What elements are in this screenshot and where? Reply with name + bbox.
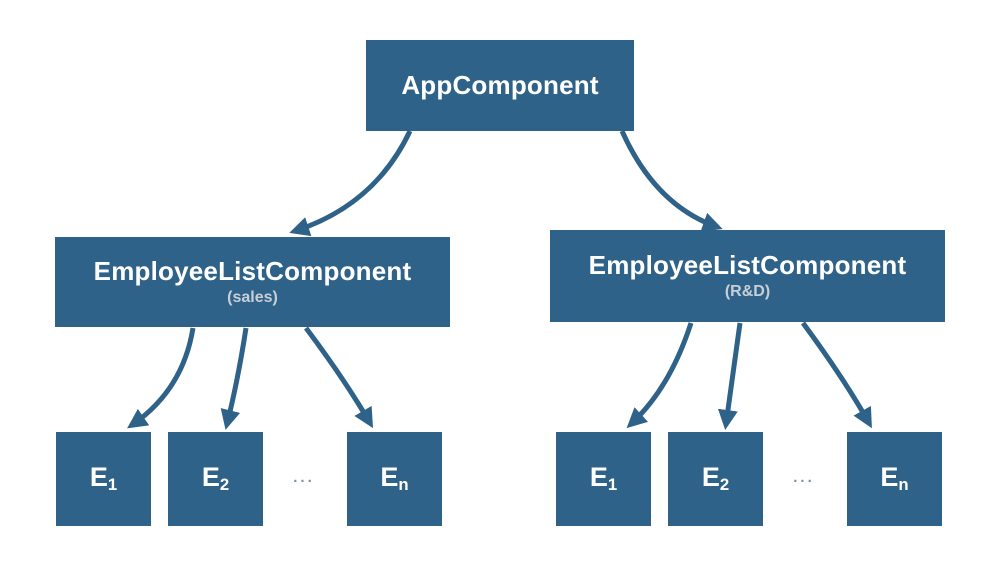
edge-rd-to-e1 xyxy=(626,322,694,429)
leaf-base: E xyxy=(589,462,608,493)
edge-sales-to-e1 xyxy=(127,327,196,429)
node-sales-e2-label: E2 xyxy=(202,462,229,495)
node-rd-en-label: En xyxy=(880,462,908,495)
node-rd-e2-label: E2 xyxy=(702,462,729,495)
leaf-base: E xyxy=(89,462,108,493)
node-sales-e1: E1 xyxy=(56,432,151,526)
node-employee-list-rd-sublabel: (R&D) xyxy=(724,282,771,300)
edge-rd-to-en xyxy=(800,321,872,429)
node-employee-list-rd: EmployeeListComponent (R&D) xyxy=(550,230,945,322)
node-employee-list-sales-sublabel: (sales) xyxy=(227,288,278,306)
leaf-subscript: 1 xyxy=(607,475,618,495)
edge-root-to-sales-group xyxy=(289,129,413,237)
node-sales-en: En xyxy=(347,432,442,526)
leaf-base: E xyxy=(380,462,399,493)
node-app-component: AppComponent xyxy=(366,40,634,131)
leaf-subscript: 2 xyxy=(219,475,230,495)
node-sales-en-label: En xyxy=(380,462,408,495)
edge-root-to-rd-group xyxy=(619,129,723,232)
edge-sales-to-en xyxy=(303,326,374,429)
node-rd-e1: E1 xyxy=(556,432,651,526)
node-sales-e2: E2 xyxy=(168,432,263,526)
leaf-base: E xyxy=(880,462,899,493)
node-sales-e1-label: E1 xyxy=(90,462,117,495)
node-app-component-label: AppComponent xyxy=(401,70,599,101)
sales-ellipsis: ... xyxy=(293,468,315,486)
rd-ellipsis: ... xyxy=(793,468,815,486)
leaf-subscript: 2 xyxy=(719,475,730,495)
leaf-subscript: 1 xyxy=(107,475,118,495)
leaf-base: E xyxy=(701,462,720,493)
node-rd-e1-label: E1 xyxy=(590,462,617,495)
leaf-subscript: n xyxy=(398,475,409,495)
leaf-base: E xyxy=(201,462,220,493)
node-rd-e2: E2 xyxy=(668,432,763,526)
node-employee-list-sales-label: EmployeeListComponent xyxy=(93,256,412,287)
node-employee-list-sales: EmployeeListComponent (sales) xyxy=(55,237,450,327)
edge-sales-to-e2 xyxy=(220,327,249,430)
edge-rd-to-e2 xyxy=(717,322,743,430)
node-employee-list-rd-label: EmployeeListComponent xyxy=(588,250,907,281)
node-rd-en: En xyxy=(847,432,942,526)
leaf-subscript: n xyxy=(898,475,909,495)
